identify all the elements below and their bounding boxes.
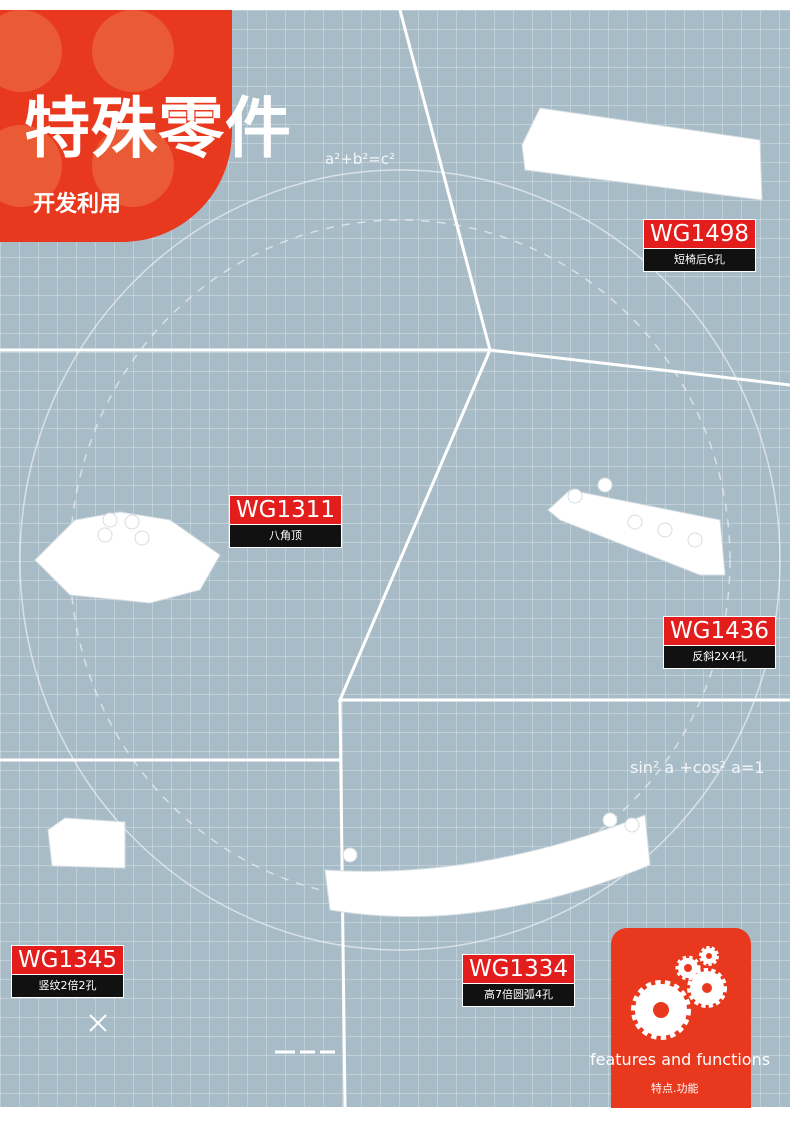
part-code: WG1436 [663,616,776,646]
part-code: WG1345 [11,945,124,975]
part-wg1345-image [47,817,126,869]
page-subtitle: 开发利用 [33,192,122,217]
part-name: 八角顶 [229,525,342,548]
page-title: 特殊零件 [24,90,292,167]
part-name: 短椅后6孔 [643,249,756,272]
features-badge [611,928,751,1108]
part-wg1498-image [521,107,763,201]
part-wg1436-image [547,489,726,576]
gears-icon [631,946,727,1040]
features-caption: features and functions [590,1050,771,1069]
part-name: 反斜2X4孔 [663,646,776,669]
features-caption-cn: 特点.功能 [651,1082,699,1095]
part-code: WG1334 [462,954,575,984]
part-wg1334-image [324,814,651,918]
part-wg1311-image [34,511,221,604]
part-code: WG1498 [643,219,756,249]
part-name: 高7倍圆弧4孔 [462,984,575,1007]
title-banner [0,10,232,242]
part-name: 竖纹2倍2孔 [11,975,124,998]
formula-pythagoras: a²+b²=c² [325,150,396,168]
formula-trig: sin² a +cos² a=1 [630,758,765,777]
part-code: WG1311 [229,495,342,525]
